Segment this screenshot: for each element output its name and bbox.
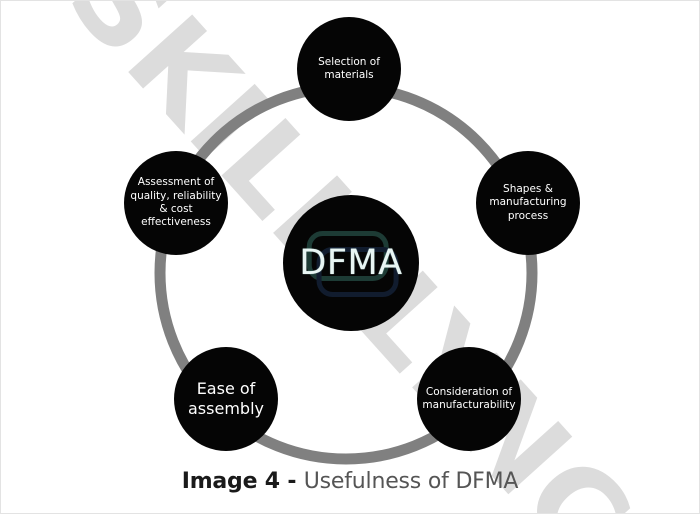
figure-caption: Image 4 - Usefulness of DFMA xyxy=(1,469,699,494)
figure-caption-title: Usefulness of DFMA xyxy=(303,469,519,494)
figure-caption-number: Image 4 - xyxy=(181,469,304,494)
hub-node-dfma[interactable]: DFMA xyxy=(283,195,419,331)
hub-node-label: DFMA xyxy=(299,243,403,283)
